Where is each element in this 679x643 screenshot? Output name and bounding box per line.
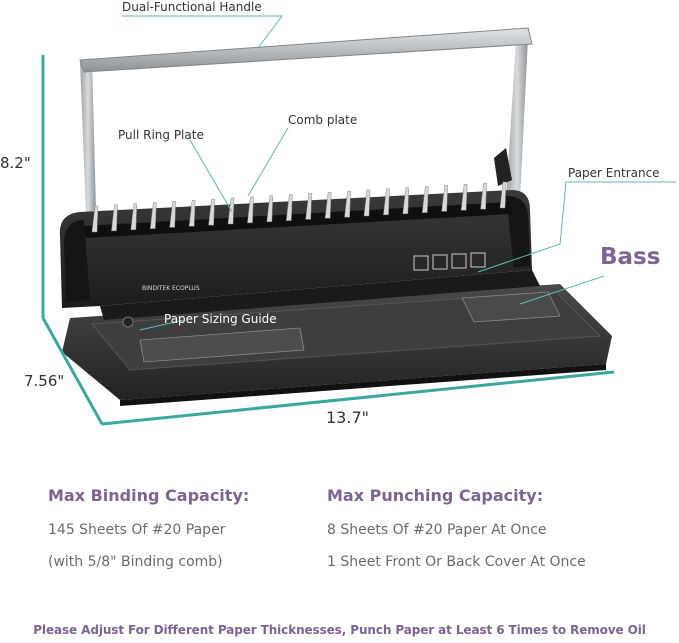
- housing-lower-lip: [100, 270, 540, 320]
- punch-icon-1: [413, 255, 429, 271]
- callout-leaders: [122, 15, 676, 331]
- brand-logo: BINDITEK ECOPLUS: [142, 285, 200, 292]
- comb-finger: [286, 194, 293, 221]
- comb-finger: [247, 196, 254, 224]
- punch-icon-4: [470, 252, 486, 268]
- height-dimension-label: 8.2": [0, 154, 31, 172]
- paper-entrance-callout: Paper Entrance: [568, 166, 660, 180]
- comb-finger: [383, 188, 390, 216]
- comb-finger: [344, 190, 351, 218]
- binding-capacity-line1: 145 Sheets Of #20 Paper: [48, 522, 226, 538]
- comb-plate-leader: [247, 127, 289, 197]
- binding-capacity-line2: (with 5/8" Binding comb): [48, 554, 223, 570]
- handle-left-arm: [80, 58, 96, 214]
- comb-finger: [363, 189, 371, 217]
- pull-ring-plate-callout: Pull Ring Plate: [118, 128, 204, 142]
- comb-finger: [188, 200, 196, 227]
- comb-plate-callout: Comb plate: [288, 113, 358, 127]
- comb-finger: [499, 181, 507, 209]
- paper-sizing-guide-leader: [139, 319, 185, 331]
- punch-icon-2: [432, 254, 448, 270]
- paper-sizing-guide-strip: [139, 327, 305, 363]
- handle-bar: [79, 27, 533, 73]
- comb-finger: [460, 184, 468, 211]
- width-dimension-line: [101, 370, 615, 426]
- width-dimension-label: 13.7": [326, 408, 369, 427]
- handle-callout: Dual-Functional Handle: [122, 0, 262, 14]
- comb-finger: [130, 203, 138, 230]
- handle-leader: [122, 15, 283, 49]
- depth-dimension-label: 7.56": [24, 372, 65, 390]
- punching-capacity-title: Max Punching Capacity:: [327, 486, 544, 505]
- handle: [79, 27, 533, 214]
- dimension-lines: [41, 55, 615, 426]
- power-button: [122, 316, 134, 328]
- pull-ring-plate-leader: [189, 139, 233, 213]
- punch-icon-3: [451, 253, 467, 269]
- bass-leader: [519, 275, 605, 305]
- comb-finger: [422, 186, 429, 213]
- capacity-gauge-table: [461, 291, 561, 323]
- comb-finger: [480, 182, 487, 210]
- bass-callout: Bass: [600, 244, 661, 270]
- comb-finger: [266, 195, 274, 222]
- comb-finger: [402, 187, 410, 214]
- comb-finger: [169, 201, 176, 228]
- machine-base: [62, 284, 612, 406]
- comb-finger: [208, 198, 215, 226]
- paper-sizing-guide-callout: Paper Sizing Guide: [164, 312, 277, 326]
- binding-capacity-title: Max Binding Capacity:: [48, 486, 250, 505]
- paper-entrance-leader: [477, 181, 676, 273]
- handle-right-arm: [506, 38, 528, 200]
- handle-knob: [494, 148, 512, 186]
- base-bottom-edge: [120, 364, 606, 406]
- comb-finger: [441, 185, 448, 212]
- comb-plate-fingers: [91, 181, 507, 233]
- punching-capacity-line1: 8 Sheets Of #20 Paper At Once: [327, 522, 547, 538]
- punching-capacity-line2: 1 Sheet Front Or Back Cover At Once: [327, 554, 586, 570]
- left-side-cap: [64, 220, 90, 302]
- comb-finger: [111, 204, 118, 232]
- comb-finger: [150, 202, 157, 229]
- comb-finger: [324, 192, 332, 219]
- comb-finger: [305, 193, 312, 220]
- comb-finger: [91, 205, 99, 233]
- depth-dimension-line: [41, 317, 104, 425]
- footer-note: Please Adjust For Different Paper Thickn…: [33, 623, 646, 637]
